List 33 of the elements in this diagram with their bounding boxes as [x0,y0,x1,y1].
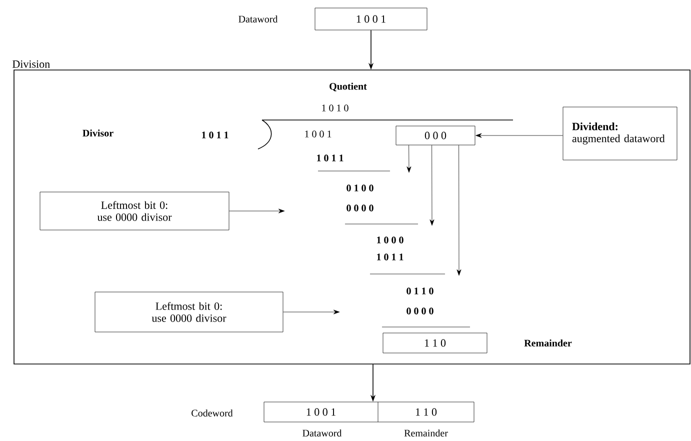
subtracted-row: 0 0 0 0 [406,308,434,314]
subtracted-row: 0 0 0 0 [346,204,374,212]
codeword-box: 1 0 0 1 1 1 0 [264,402,474,422]
dividend-bits: 1 0 0 1 [305,130,332,138]
arrow [456,145,462,276]
beside-label: Dataword [302,429,342,436]
bit-box: 1 0 0 1 [314,8,428,30]
frame-heading: Division [12,60,50,68]
subtracted-row: 1 0 1 1 [377,254,404,260]
partial-row: 0 1 1 0 [406,288,434,294]
divisor-label: Divisor [82,129,114,136]
arrow [406,145,412,173]
node-label: 1 0 0 1 [306,408,336,416]
quotient-label: Quotient [330,82,367,92]
quotient-bits: 1 0 1 0 [322,104,348,112]
bit-box: 1 1 0 [382,332,488,354]
callout-box: Leftmost bit 0: use 0000 divisor [40,192,230,230]
partial-row: 1 0 0 0 [377,236,404,244]
subtracted-row: 1 0 1 1 [317,154,344,162]
beside-label: Codeword [192,409,233,416]
callout-box: Leftmost bit 0: use 0000 divisor [94,292,284,332]
beside-label: Remainder [524,339,572,346]
bit-box: 0 0 0 [396,126,476,146]
partial-row: 0 1 0 0 [346,184,374,192]
arrow [430,145,434,226]
node-label: 1 1 0 [416,408,437,416]
arrow [283,310,340,314]
beside-label: Remainder [404,429,448,436]
arrow [229,208,285,214]
divisor-bits: 1 0 1 1 [202,132,228,138]
callout-box: Dividend: augmented dataword [562,106,678,160]
beside-label: Dataword [238,15,278,22]
arrow [476,133,563,138]
